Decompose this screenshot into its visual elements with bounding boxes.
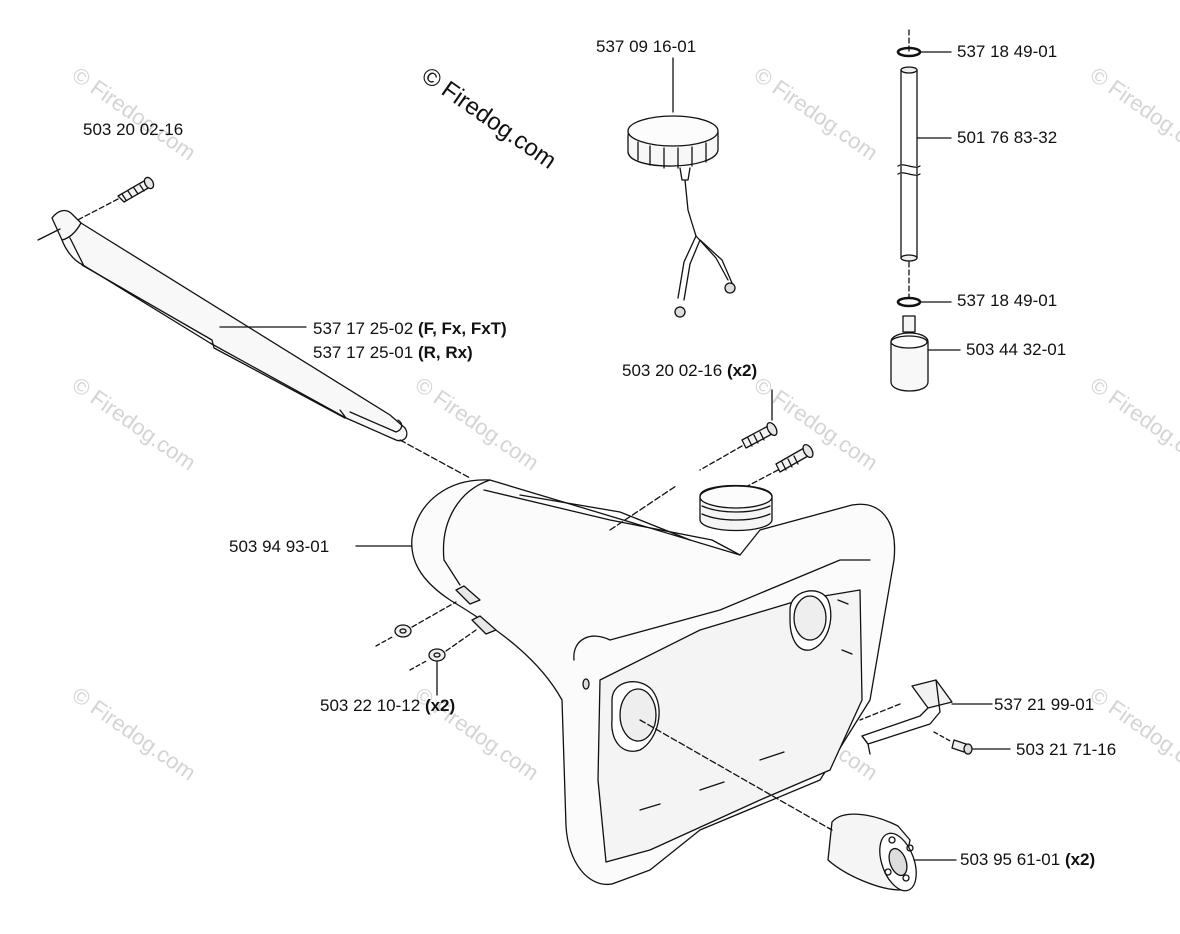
part-number: 503 20 02-16 — [622, 361, 723, 380]
quantity-note: (x2) — [726, 361, 758, 380]
part-number: 537 17 25-02 — [313, 319, 414, 338]
label-oring-bottom: 537 18 49-01 — [957, 291, 1057, 311]
label-screw: 503 21 71-16 — [1016, 740, 1116, 760]
part-number: 503 95 61-01 — [960, 850, 1061, 869]
nut-pair — [375, 601, 477, 696]
model-note: (F, Fx, FxT) — [417, 319, 507, 338]
label-fuel-hose: 501 76 83-32 — [957, 128, 1057, 148]
label-bracket: 537 21 99-01 — [994, 695, 1094, 715]
label-nut-pair: 503 22 10-12 (x2) — [320, 696, 455, 716]
part-number: 537 18 49-01 — [957, 42, 1058, 61]
part-number: 503 21 71-16 — [1016, 740, 1117, 759]
quantity-note: (x2) — [1064, 850, 1096, 869]
fuel-tank — [355, 479, 896, 885]
label-handle-rrx: 537 17 25-01 (R, Rx) — [313, 343, 473, 363]
label-fuel-filter: 503 44 32-01 — [966, 340, 1066, 360]
label-handle-ffx: 537 17 25-02 (F, Fx, FxT) — [313, 319, 507, 339]
part-number: 501 76 83-32 — [957, 128, 1058, 147]
quantity-note: (x2) — [424, 696, 456, 715]
part-number: 503 44 32-01 — [966, 340, 1067, 359]
bolt-pair — [699, 389, 814, 491]
bracket — [859, 679, 993, 755]
label-tank: 503 94 93-01 — [229, 537, 329, 557]
part-number: 503 94 93-01 — [229, 537, 330, 556]
model-note: (R, Rx) — [417, 343, 473, 362]
part-number: 503 20 02-16 — [83, 120, 184, 139]
part-number: 537 17 25-01 — [313, 343, 414, 362]
screw — [933, 731, 1011, 755]
part-number: 503 22 10-12 — [320, 696, 421, 715]
part-number: 537 21 99-01 — [994, 695, 1095, 714]
part-number: 537 09 16-01 — [596, 37, 697, 56]
label-damper: 503 95 61-01 (x2) — [960, 850, 1095, 870]
fuel-hose-assembly — [890, 29, 961, 392]
handle-tube — [37, 209, 471, 479]
label-bolt-pair: 503 20 02-16 (x2) — [622, 361, 757, 381]
label-fuel-cap: 537 09 16-01 — [596, 37, 696, 57]
label-bolt-top-left: 503 20 02-16 — [83, 120, 183, 140]
part-number: 537 18 49-01 — [957, 291, 1058, 310]
fuel-cap — [627, 57, 736, 318]
label-oring-top: 537 18 49-01 — [957, 42, 1057, 62]
bolt-top-left — [69, 176, 155, 225]
damper — [639, 719, 957, 892]
